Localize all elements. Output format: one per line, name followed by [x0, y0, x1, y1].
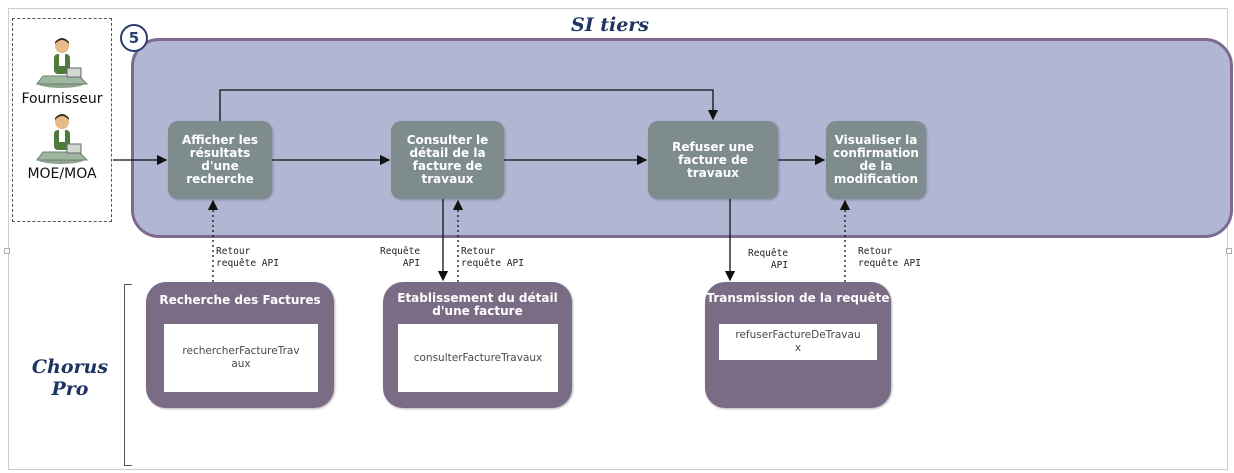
- api-method-label: consulterFactureTravaux: [413, 351, 543, 364]
- api-method-box: consulterFactureTravaux: [398, 324, 558, 392]
- edge-label-requete-2: Requête API: [380, 246, 421, 269]
- frame-handle-right[interactable]: [1226, 248, 1232, 254]
- process-label: Refuser une facture de travaux: [672, 139, 754, 180]
- chorus-pro-bracket: [124, 284, 132, 466]
- edge-label-retour-2: Retour requête API: [461, 246, 524, 269]
- edge-label-retour-3: Retour requête API: [858, 246, 921, 269]
- arrow-afficher-to-refuser: [219, 89, 719, 121]
- user-at-computer-icon: [36, 114, 89, 164]
- api-title: Transmission de la requête: [706, 291, 890, 305]
- process-visualiser-confirmation[interactable]: Visualiser la confirmation de la modific…: [826, 121, 926, 199]
- process-consulter-detail[interactable]: Consulter le détail de la facture de tra…: [391, 121, 504, 199]
- process-afficher-resultats[interactable]: Afficher les résultats d'une recherche: [168, 121, 272, 199]
- api-box-transmission[interactable]: Transmission de la requête refuserFactur…: [705, 282, 891, 408]
- chorus-pro-title: Chorus Pro: [31, 356, 109, 400]
- process-refuser-facture[interactable]: Refuser une facture de travaux: [648, 121, 778, 199]
- step-number-badge: 5: [120, 24, 148, 52]
- process-label: Consulter le détail de la facture de tra…: [406, 133, 489, 186]
- user-at-computer-icon: [36, 38, 89, 88]
- api-method-label: rechercherFactureTravaux: [182, 345, 300, 370]
- api-method-box: refuserFactureDeTravaux: [719, 324, 877, 360]
- actor-fournisseur-label: Fournisseur: [21, 91, 103, 107]
- diagram-frame: [8, 8, 1228, 470]
- api-box-recherche[interactable]: Recherche des Factures rechercherFacture…: [146, 282, 334, 408]
- si-tiers-title: SI tiers: [570, 14, 649, 36]
- edge-label-requete-3: Requête API: [748, 248, 789, 271]
- edge-label-retour-1: Retour requête API: [216, 246, 279, 269]
- process-label: Visualiser la confirmation de la modific…: [833, 133, 919, 186]
- api-title: Etablissement du détail d'une facture: [397, 291, 558, 318]
- api-box-etablissement[interactable]: Etablissement du détail d'une facture co…: [383, 282, 572, 408]
- process-label: Afficher les résultats d'une recherche: [182, 133, 258, 186]
- api-method-label: refuserFactureDeTravaux: [735, 329, 861, 354]
- actor-moe-moa-label: MOE/MOA: [27, 166, 97, 182]
- frame-handle-left[interactable]: [4, 248, 10, 254]
- api-title: Recherche des Factures: [159, 293, 321, 307]
- api-method-box: rechercherFactureTravaux: [164, 324, 318, 392]
- actors-box: [12, 18, 112, 222]
